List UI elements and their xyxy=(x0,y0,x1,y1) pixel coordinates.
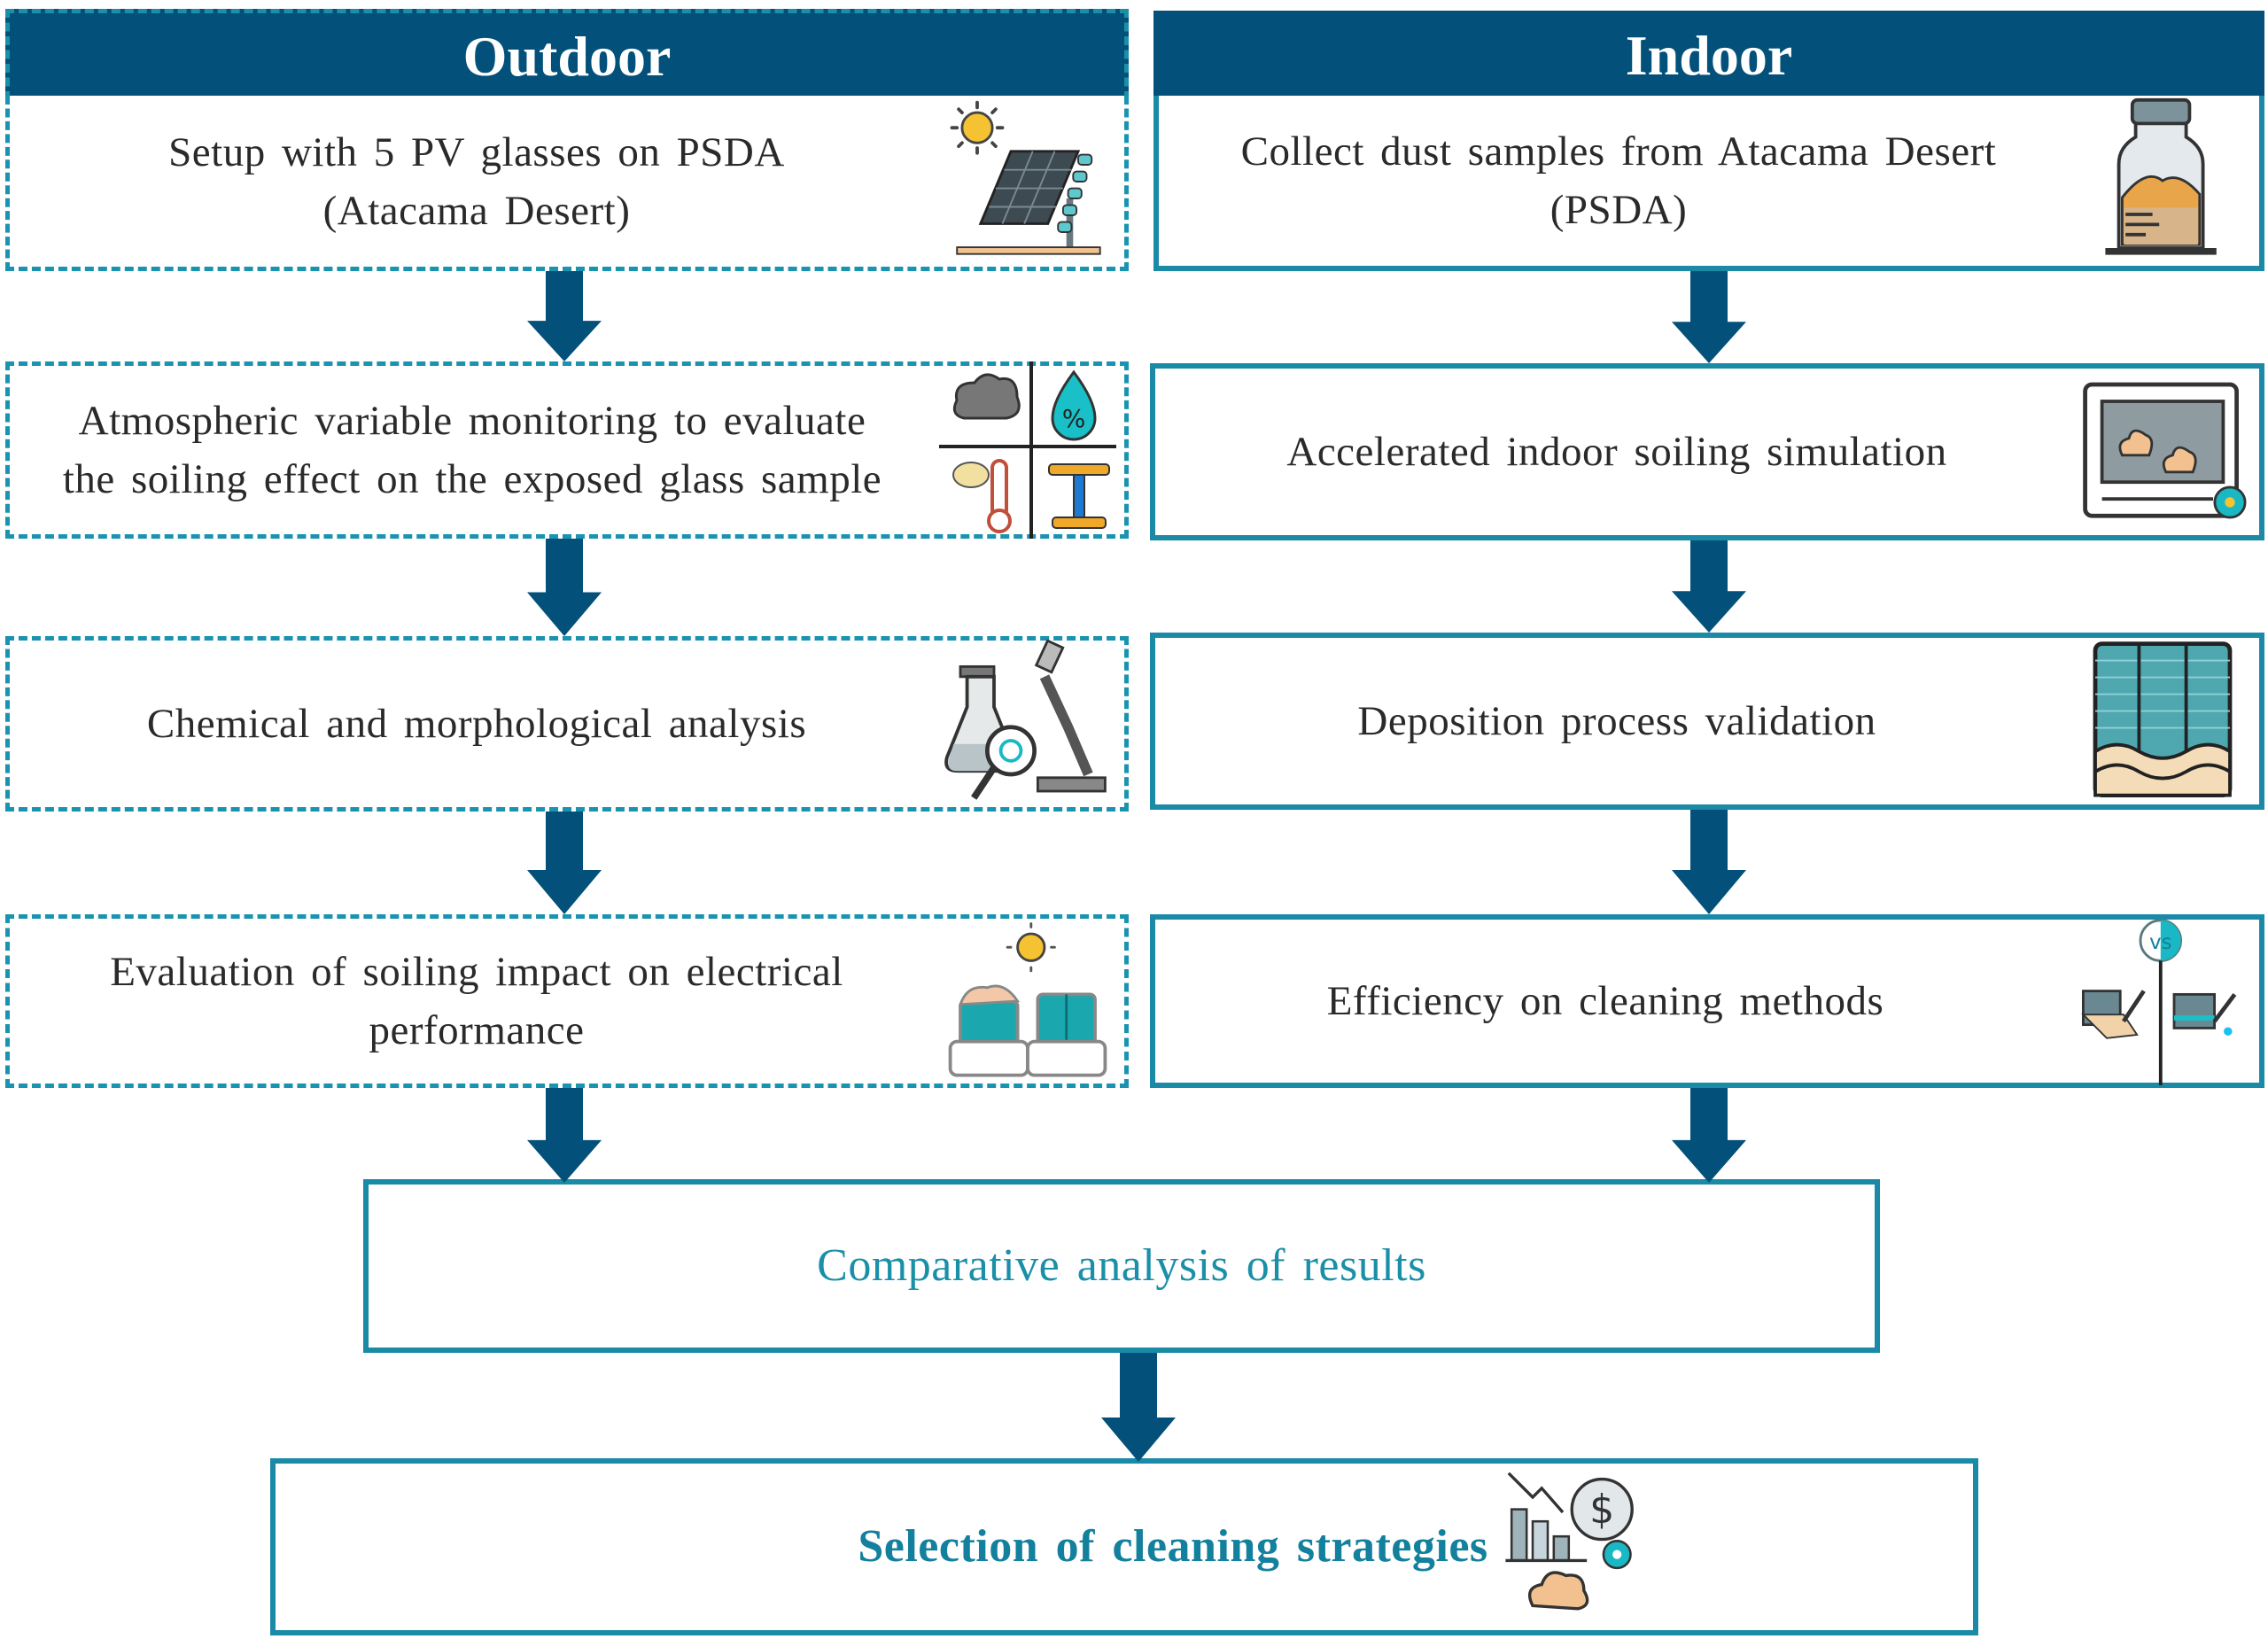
indoor-step-cleaning: Efficiency on cleaning methods vs xyxy=(1150,914,2264,1088)
step-text: Atmospheric variable monitoring to evalu… xyxy=(10,392,935,509)
outdoor-step-evaluation: Evaluation of soiling impact on electric… xyxy=(5,914,1129,1088)
step-text: Setup with 5 PV glasses on PSDA (Atacama… xyxy=(10,123,944,240)
outdoor-header: Outdoor xyxy=(5,9,1129,100)
dollar-coin-icon xyxy=(1570,1477,1634,1542)
step-text-line1: Chemical and morphological analysis xyxy=(146,701,807,747)
step-text-line1: Efficiency on cleaning methods xyxy=(1326,978,1884,1024)
arrow-outdoor-2-3 xyxy=(527,539,602,636)
soiling-chamber-icon xyxy=(2083,382,2247,519)
step-text-line2: (PSDA) xyxy=(1550,187,1688,233)
step-text-line1: Atmospheric variable monitoring to evalu… xyxy=(78,398,866,444)
sun-icon xyxy=(1016,932,1046,962)
outdoor-step-analysis: Chemical and morphological analysis xyxy=(5,636,1129,812)
svg-text:$: $ xyxy=(1589,1488,1614,1533)
selection-strategies-box: Selection of cleaning strategies $ xyxy=(270,1458,1978,1635)
step-text-line1: Setup with 5 PV glasses on PSDA xyxy=(168,128,785,175)
indoor-title: Indoor xyxy=(1625,23,1793,87)
weather-sensors-grid-icon: % xyxy=(939,361,1116,539)
step-text-line1: Collect dust samples from Atacama Desert xyxy=(1240,128,1997,175)
svg-text:vs: vs xyxy=(2149,931,2171,954)
step-text-line2: performance xyxy=(369,1007,585,1053)
arrow-indoor-1-2 xyxy=(1672,271,1746,363)
step-text-line2: the soiling effect on the exposed glass … xyxy=(62,456,882,502)
indoor-step-validation: Deposition process validation xyxy=(1150,633,2264,810)
arrow-indoor-to-comparative xyxy=(1672,1088,1746,1183)
svg-text:%: % xyxy=(1062,404,1086,433)
arrow-comparative-to-selection xyxy=(1101,1353,1176,1462)
lab-microscope-flask-icon xyxy=(944,640,1107,800)
wet-cleaning-icon xyxy=(2172,992,2217,1029)
trend-down-icon xyxy=(1507,1472,1564,1514)
magnifier-icon xyxy=(985,725,1037,777)
step-text: Accelerated indoor soiling simulation xyxy=(1155,423,2078,481)
outdoor-step-monitoring: Atmospheric variable monitoring to evalu… xyxy=(5,361,1129,539)
indoor-step-collect: Collect dust samples from Atacama Desert… xyxy=(1153,96,2264,271)
step-text: Efficiency on cleaning methods xyxy=(1155,972,2055,1030)
cleaning-methods-vs-icon: vs xyxy=(2081,919,2237,1085)
deposition-layers-icon xyxy=(2093,641,2233,797)
dust-sample-jar-icon xyxy=(2105,97,2217,255)
comparative-analysis-box: Comparative analysis of results xyxy=(363,1179,1880,1353)
step-text: Collect dust samples from Atacama Desert… xyxy=(1159,122,2078,239)
indoor-header: Indoor xyxy=(1153,11,2264,100)
arrow-outdoor-to-comparative xyxy=(527,1088,602,1183)
outdoor-title: Outdoor xyxy=(462,25,672,88)
step-text: Evaluation of soiling impact on electric… xyxy=(10,943,944,1060)
selection-strategies-label: Selection of cleaning strategies xyxy=(858,1521,1488,1572)
step-text-line1: Accelerated indoor soiling simulation xyxy=(1286,429,1947,475)
arrow-outdoor-3-4 xyxy=(527,812,602,914)
arrow-outdoor-1-2 xyxy=(527,271,602,361)
cost-reduction-dust-icon: $ xyxy=(1505,1472,1634,1611)
humidity-drop-icon xyxy=(1051,369,1097,441)
arrow-indoor-3-4 xyxy=(1672,810,1746,914)
arrow-indoor-2-3 xyxy=(1672,540,1746,633)
dust-pile-icon xyxy=(1527,1571,1588,1611)
step-text-line1: Evaluation of soiling impact on electric… xyxy=(110,949,843,995)
outdoor-step-setup: Setup with 5 PV glasses on PSDA (Atacama… xyxy=(5,96,1129,271)
anemometer-icon xyxy=(1048,463,1110,476)
step-text-line2: (Atacama Desert) xyxy=(322,187,631,234)
solar-panel-sun-icon xyxy=(950,100,1101,255)
soiled-vs-clean-panels-icon xyxy=(948,922,1107,1077)
indoor-step-simulation: Accelerated indoor soiling simulation xyxy=(1150,363,2264,540)
step-text: Deposition process validation xyxy=(1155,692,2078,750)
microscope-icon xyxy=(1034,640,1065,674)
dust-cloud-icon xyxy=(952,373,1021,420)
step-text-line1: Deposition process validation xyxy=(1357,698,1876,744)
comparative-analysis-label: Comparative analysis of results xyxy=(817,1240,1426,1291)
step-text: Chemical and morphological analysis xyxy=(10,695,944,753)
